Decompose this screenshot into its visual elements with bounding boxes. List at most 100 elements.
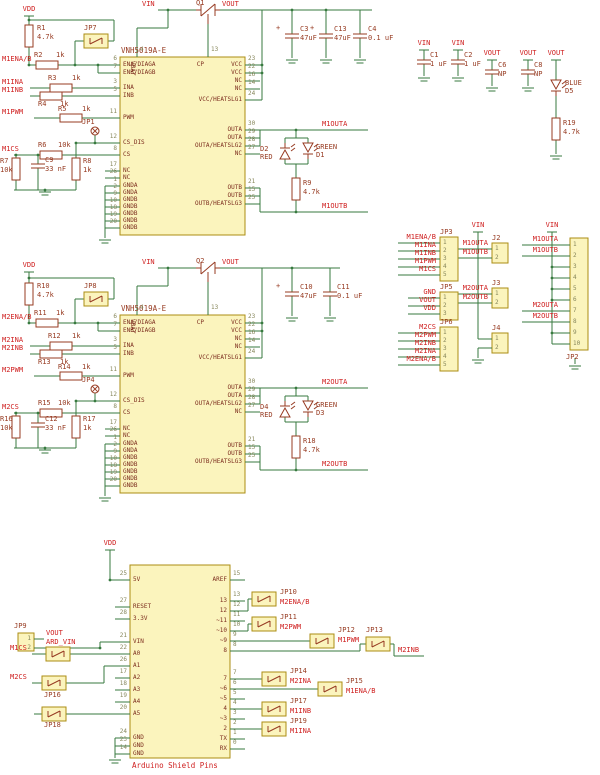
resistor-R16 — [11, 415, 21, 439]
pin-name: ~5 — [219, 695, 227, 702]
component-value: 4.7k — [563, 128, 580, 136]
pin-number: 2 — [495, 299, 499, 306]
net-label: M1ENA/B — [2, 55, 32, 63]
pin-name: RESET — [133, 603, 152, 610]
pin-number: 2 — [495, 344, 499, 351]
pin-number: 12 — [109, 133, 117, 140]
jumper-JPM1CS — [51, 650, 65, 658]
component-value: 47uF — [300, 292, 317, 300]
pin-name: GND — [133, 734, 144, 741]
pin-number: 14 — [248, 337, 256, 344]
pin-name: OUTB — [227, 184, 242, 191]
component-value: 10k — [58, 399, 71, 407]
resistor-R7 — [11, 157, 21, 181]
pin-number: 12 — [109, 391, 117, 398]
component-name: R17 — [83, 415, 96, 423]
solder-jumper-JP1 — [91, 127, 99, 135]
component-value: 1k — [82, 363, 91, 371]
component-value: 1 uF — [464, 60, 481, 68]
pin-name: VBAT — [129, 61, 136, 76]
pin-name: A1 — [133, 662, 141, 669]
net-label: M2INA — [290, 677, 312, 685]
pin-number: 3 — [113, 78, 117, 85]
pin-number: 14 — [248, 79, 256, 86]
pin-number: 28 — [119, 609, 127, 616]
net-label: M2INA — [2, 336, 24, 344]
pin-number: 1 — [113, 434, 117, 441]
net-label: M1PWM — [2, 108, 24, 116]
junction-dot — [294, 386, 298, 390]
pin-number: 7 — [573, 307, 577, 314]
ic-title: Arduino Shield Pins — [132, 761, 218, 770]
junction-dot — [93, 141, 97, 145]
pin-name: GNDB — [123, 203, 138, 210]
net-label: M2INB — [2, 344, 24, 352]
power-label: VIN — [471, 221, 485, 229]
power-label: VDD — [22, 261, 36, 269]
pin-number: 4 — [443, 353, 447, 360]
pin-number: 5 — [443, 361, 447, 368]
junction-dot — [550, 265, 554, 269]
resistor-R5 — [59, 113, 83, 123]
ic-vnh5019a-e-0 — [119, 56, 246, 236]
pin-name: 7 — [223, 675, 227, 682]
power-label: VOUT — [519, 49, 537, 57]
net-label: M2ENA/B — [406, 355, 436, 363]
pin-number: 25 — [248, 194, 256, 201]
connector-JP2 — [569, 237, 589, 351]
pin-name: A5 — [133, 710, 141, 717]
net-label: M1OUTA — [532, 235, 558, 243]
pin-number: 22 — [119, 644, 127, 651]
connector-title: JP5 — [440, 283, 453, 291]
junction-dot — [166, 266, 170, 270]
component-name: C4 — [368, 25, 377, 33]
net-label: M2INB — [398, 646, 420, 654]
pin-number: 2 — [443, 302, 447, 309]
net-label: M1CS — [419, 265, 436, 273]
led-color: RED — [260, 153, 273, 161]
pin-name: GNDB — [123, 196, 138, 203]
led-D1-arrow-icon — [313, 147, 319, 152]
resistor-R2 — [35, 60, 59, 70]
jumper-JP16 — [47, 679, 61, 687]
pin-number: 4 — [443, 263, 447, 270]
pin-name: VIN — [133, 638, 144, 645]
connector-title: JP2 — [566, 353, 579, 361]
pin-number: 9 — [113, 448, 117, 455]
resistor-R17 — [71, 415, 81, 439]
junction-dot — [27, 276, 31, 280]
led-D5 — [550, 79, 562, 91]
net-label: M2OUTB — [462, 293, 488, 301]
pin-name: NC — [234, 85, 242, 92]
component-value: 0.1 uF — [368, 34, 394, 42]
pin-number: 16 — [248, 329, 256, 336]
junction-dot — [290, 8, 294, 12]
jumper-label: JP17 — [290, 697, 307, 705]
net-label: M1INA — [414, 241, 436, 249]
pin-name: CP — [196, 61, 204, 68]
net-label: GND — [423, 288, 436, 296]
junction-dot — [74, 399, 78, 403]
net-label: M1OUTB — [532, 246, 558, 254]
pin-number: 25 — [248, 452, 256, 459]
pin-name: CS_DIS — [123, 397, 145, 404]
solder-jumper-JP1 — [90, 126, 100, 136]
component-name: R8 — [83, 157, 92, 165]
pin-number: 26 — [109, 426, 117, 433]
component-value: 47uF — [334, 34, 351, 42]
pin-number: 5 — [443, 271, 447, 278]
pin-number: 2 — [233, 719, 237, 726]
power-label: VDD — [103, 539, 117, 547]
component-name: C2 — [464, 51, 473, 59]
resistor-R10 — [24, 282, 34, 306]
pin-number: 1 — [495, 335, 499, 342]
pin-name: CS — [123, 151, 131, 158]
pin-number: 18 — [119, 680, 127, 687]
polarity-plus: + — [310, 24, 315, 32]
led-D4 — [279, 406, 291, 418]
jumper-label: JP14 — [290, 667, 307, 675]
pin-number: 2 — [573, 252, 577, 259]
pin-number: 9 — [113, 190, 117, 197]
pin-name: ENA/DIAGA — [123, 61, 156, 68]
pin-number: 20 — [119, 704, 127, 711]
